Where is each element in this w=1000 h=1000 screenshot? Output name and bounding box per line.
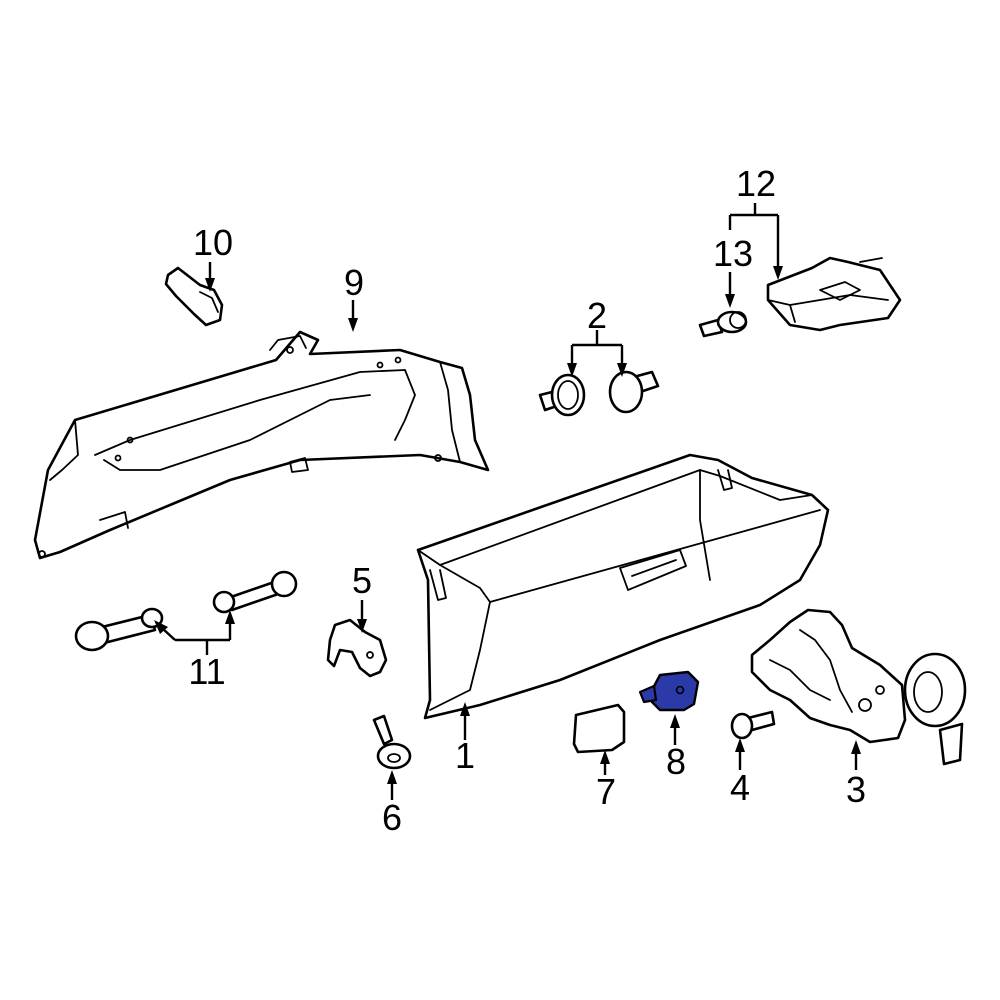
callout-labels: 1 2 3 4 5 6 7 8 9 10 11 12 13	[188, 163, 866, 838]
callout-1: 1	[455, 735, 475, 776]
callout-6: 6	[382, 797, 402, 838]
part-4-screw[interactable]	[730, 710, 776, 740]
leader-lines	[154, 203, 861, 800]
callout-9: 9	[344, 262, 364, 303]
part-12-bracket[interactable]	[766, 256, 902, 332]
callout-8: 8	[666, 741, 686, 782]
part-2-bumper-right[interactable]	[608, 370, 660, 414]
part-5-hinge[interactable]	[326, 618, 388, 678]
part-6-clip[interactable]	[372, 714, 412, 770]
part-11-damper-left[interactable]	[74, 607, 164, 652]
part-1-glove-box[interactable]	[416, 453, 830, 720]
callout-13: 13	[713, 233, 753, 274]
part-13-screw[interactable]	[698, 310, 748, 338]
part-8-stopper[interactable]	[638, 670, 700, 712]
callout-12: 12	[736, 163, 776, 204]
callout-10: 10	[193, 222, 233, 263]
part-7-pad[interactable]	[572, 703, 626, 754]
part-3-lock-assembly[interactable]	[750, 608, 967, 766]
part-9-lower-panel[interactable]	[33, 330, 490, 560]
callout-2: 2	[587, 295, 607, 336]
callout-3: 3	[846, 769, 866, 810]
callout-11: 11	[188, 651, 225, 692]
callout-4: 4	[730, 767, 750, 808]
part-2-bumper-left[interactable]	[538, 373, 586, 417]
part-11-damper-right[interactable]	[212, 570, 298, 614]
part-10-clip[interactable]	[164, 266, 224, 327]
callout-7: 7	[596, 771, 616, 812]
callout-5: 5	[352, 560, 372, 601]
